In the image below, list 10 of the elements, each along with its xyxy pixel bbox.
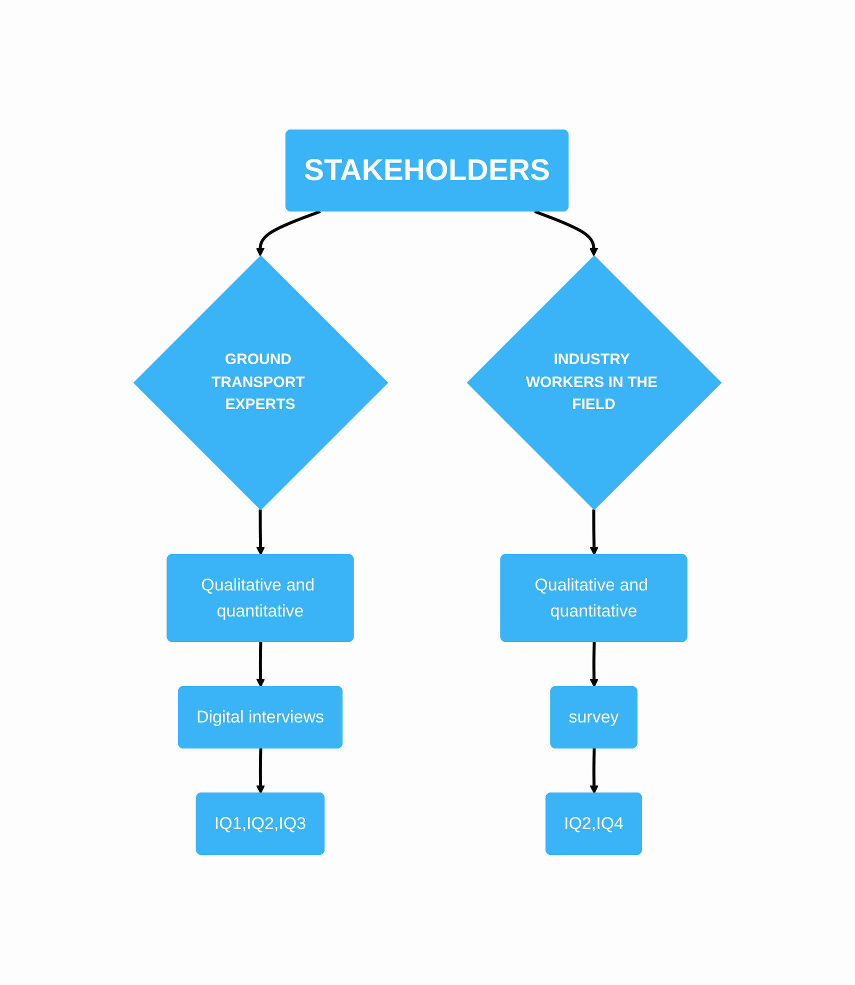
node-diamond: GROUND TRANSPORT EXPERTS [133,256,388,510]
node-diamond: INDUSTRY WORKERS IN THE FIELD [466,256,722,510]
arrow [534,210,598,257]
arrow [256,510,265,556]
arrow [256,748,265,794]
arrow [590,642,598,688]
arrow [590,510,598,556]
arrow [256,210,321,257]
arrow [256,642,265,688]
arrow [590,748,598,794]
